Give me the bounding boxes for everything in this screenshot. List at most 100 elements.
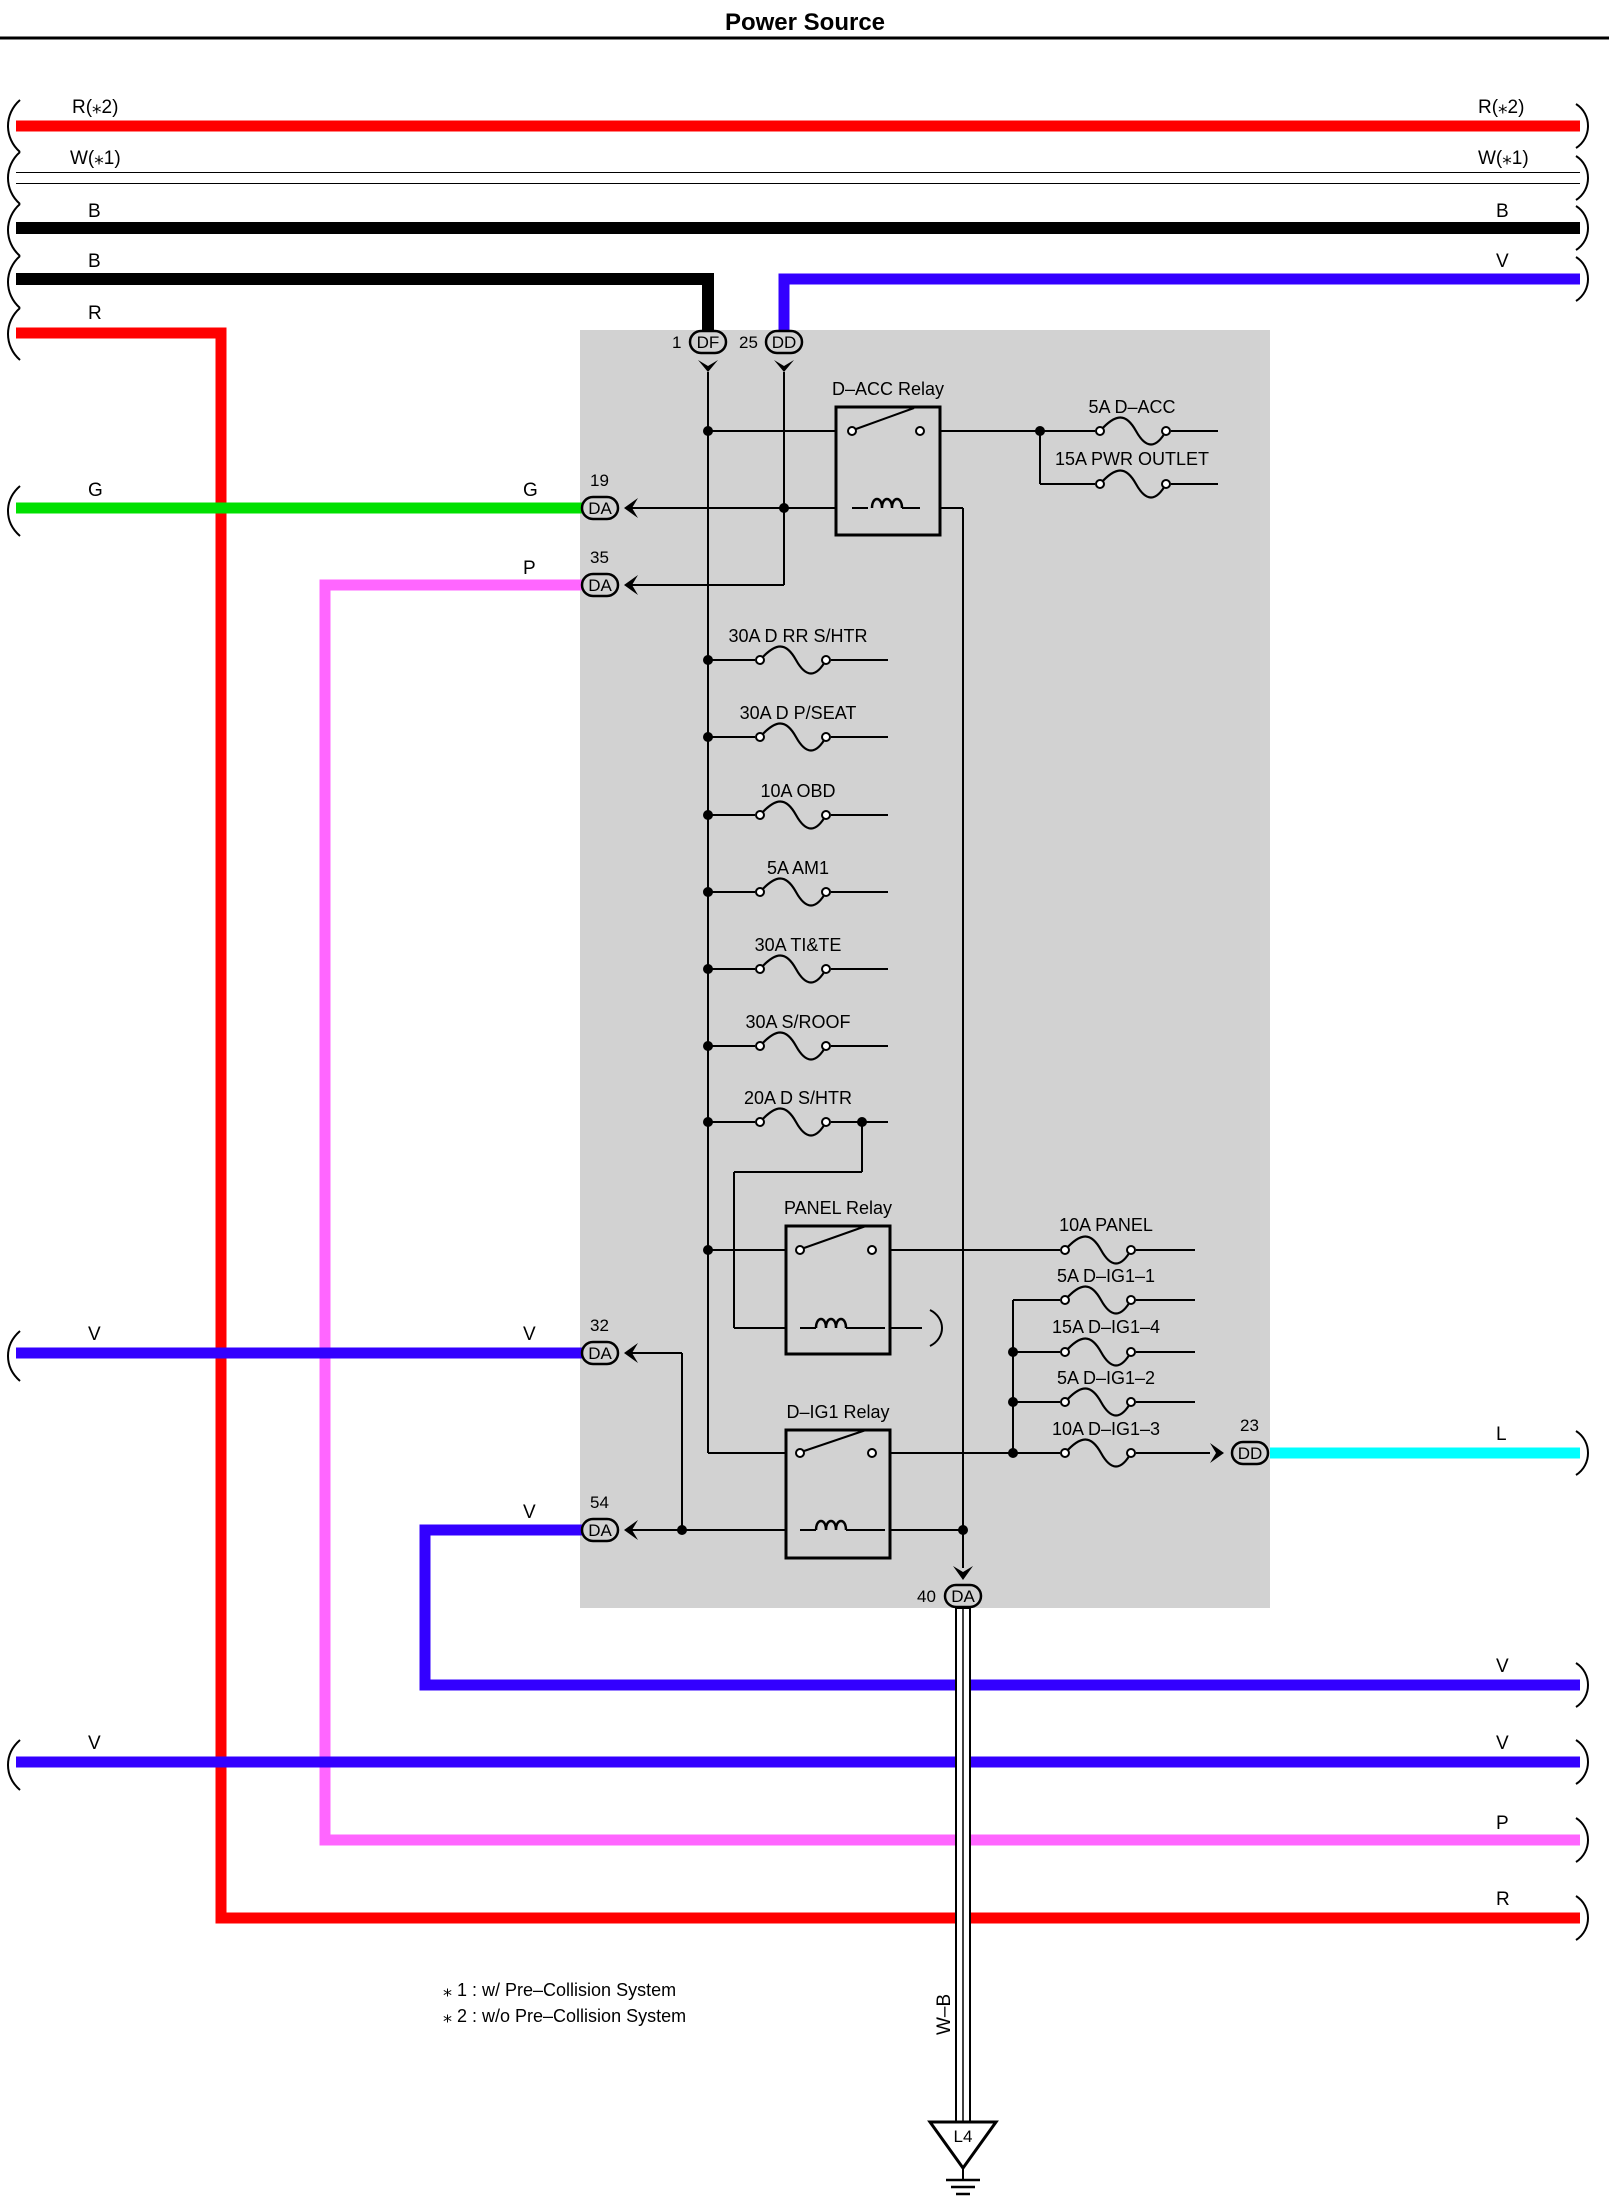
connector-code: DA xyxy=(588,1521,612,1540)
connector-pin: 1 xyxy=(672,333,681,352)
connector-code: DA xyxy=(588,1344,612,1363)
connector-da-54: DA 54 xyxy=(580,1493,638,1543)
arrow-icon xyxy=(774,360,794,372)
fuse-30a-d-rr-shtr: 30A D RR S/HTR xyxy=(708,626,888,675)
connector-pin: 25 xyxy=(739,333,758,352)
coil-icon xyxy=(870,497,904,509)
fuse-group-ig: 10A PANEL 5A D–IG1–1 15A D–IG1–4 5A D–IG… xyxy=(1052,1215,1160,1468)
fuse-label: 5A D–ACC xyxy=(1088,397,1175,417)
wire-label: B xyxy=(1496,201,1509,222)
coil-icon xyxy=(814,1519,848,1531)
fuse-label: 5A D–IG1–2 xyxy=(1057,1368,1155,1388)
connector-code: DA xyxy=(588,576,612,595)
break-mark xyxy=(929,1309,943,1347)
fuse-30a-d-pseat: 30A D P/SEAT xyxy=(708,703,888,752)
arrow-icon xyxy=(624,498,638,518)
wire-label: V xyxy=(88,1324,101,1345)
fuse-label: 30A TI&TE xyxy=(755,935,842,955)
wire-v-pin32: V V xyxy=(16,1324,582,1359)
wire-v-bottom: V V xyxy=(16,1733,1580,1768)
fuse-30a-tite: 30A TI&TE xyxy=(708,935,888,984)
wire-label: V xyxy=(1496,1733,1509,1754)
wire-g: G G xyxy=(16,480,582,514)
connector-code: DA xyxy=(588,499,612,518)
wire-label: W(⁎1) xyxy=(70,148,121,169)
fuse-label: 5A D–IG1–1 xyxy=(1057,1266,1155,1286)
connector-pin: 35 xyxy=(590,548,609,567)
fuse-label: 30A S/ROOF xyxy=(745,1012,850,1032)
fuse-label: 10A OBD xyxy=(760,781,835,801)
connector-da-35: DA 35 xyxy=(580,548,638,598)
fuse-15a-pwr-outlet: 15A PWR OUTLET xyxy=(1055,449,1209,499)
wire-label: G xyxy=(88,480,103,501)
wire-label: P xyxy=(523,558,536,579)
relay-label: D–ACC Relay xyxy=(832,379,944,399)
wire-w-b-ground: W–B xyxy=(934,1607,971,2129)
fuse-30a-sroof: 30A S/ROOF xyxy=(708,1012,888,1061)
fuse-10a-d-ig1-3: 10A D–IG1–3 xyxy=(1052,1419,1160,1468)
fuse-20a-d-shtr: 20A D S/HTR xyxy=(708,1088,888,1137)
fuse-label: 15A PWR OUTLET xyxy=(1055,449,1209,469)
wire-label: R xyxy=(88,303,102,324)
arrow-icon xyxy=(953,1566,973,1580)
connector-da-32: DA 32 xyxy=(580,1316,638,1366)
fuse-label: 30A D RR S/HTR xyxy=(728,626,867,646)
fuse-label: 15A D–IG1–4 xyxy=(1052,1317,1160,1337)
arrow-icon xyxy=(1210,1443,1224,1463)
connector-df-1: DF 1 xyxy=(672,329,728,372)
internal-wiring xyxy=(630,372,1218,1568)
connector-code: DD xyxy=(1238,1444,1263,1463)
fuse-label: 10A D–IG1–3 xyxy=(1052,1419,1160,1439)
wire-label: R xyxy=(1496,1889,1510,1910)
fuse-group-main: 30A D RR S/HTR 30A D P/SEAT 10A OBD 5A A… xyxy=(708,626,888,1137)
fuse-10a-obd: 10A OBD xyxy=(708,781,888,830)
wire-label: V xyxy=(523,1324,536,1345)
wire-l: L xyxy=(1270,1424,1580,1459)
wire-label: P xyxy=(1496,1813,1509,1834)
wire-label: V xyxy=(88,1733,101,1754)
fuse-label: 10A PANEL xyxy=(1059,1215,1153,1235)
fuse-label: 20A D S/HTR xyxy=(744,1088,852,1108)
arrow-icon xyxy=(624,575,638,595)
relay-panel: PANEL Relay xyxy=(784,1198,892,1356)
relay-label: PANEL Relay xyxy=(784,1198,892,1218)
arrow-icon xyxy=(624,1343,638,1363)
relay-d-ig1: D–IG1 Relay xyxy=(784,1402,892,1560)
connector-da-40: DA 40 xyxy=(917,1566,983,1609)
fuse-5a-d-ig1-1: 5A D–IG1–1 xyxy=(1057,1266,1155,1315)
relay-label: D–IG1 Relay xyxy=(786,1402,889,1422)
wire-b-top: B B xyxy=(16,201,1580,234)
connector-code: DD xyxy=(772,333,797,352)
wire-label: R(⁎2) xyxy=(72,97,118,118)
connector-dd-23: DD 23 xyxy=(1210,1416,1270,1466)
fuse-5a-am1: 5A AM1 xyxy=(708,858,888,907)
footnote: ⁎ 2 : w/o Pre–Collision System xyxy=(443,2006,686,2026)
relay-d-acc: D–ACC Relay xyxy=(832,379,944,537)
fuse-5a-d-acc: 5A D–ACC xyxy=(1088,397,1176,446)
connector-pin: 40 xyxy=(917,1587,936,1606)
connector-pin: 19 xyxy=(590,471,609,490)
footnote: ⁎ 1 : w/ Pre–Collision System xyxy=(443,1980,676,2000)
wire-v-pin54: V V xyxy=(419,1502,1580,1691)
connector-code: DF xyxy=(697,333,720,352)
fuse-group-acc: 5A D–ACC 15A PWR OUTLET xyxy=(1055,397,1209,499)
ground-wire-label: W–B xyxy=(934,1994,955,2035)
fuse-label: 5A AM1 xyxy=(767,858,829,878)
wire-p-loop: P P xyxy=(319,558,1580,1846)
wire-label: V xyxy=(523,1502,536,1523)
connector-dd-25: DD 25 xyxy=(739,329,804,372)
connector-code: DA xyxy=(951,1587,975,1606)
wire-r-loop: R R xyxy=(16,303,1580,1924)
wire-label: L xyxy=(1496,1424,1507,1445)
wire-label: R(⁎2) xyxy=(1478,97,1524,118)
arrow-icon xyxy=(624,1520,638,1540)
wire-label: W(⁎1) xyxy=(1478,148,1529,169)
arrow-icon xyxy=(698,360,718,372)
wire-v-to-dd: V xyxy=(778,251,1580,333)
ground-point-l4: L4 xyxy=(927,2120,999,2196)
junction-dots xyxy=(677,426,1045,1535)
junction-block xyxy=(580,330,1270,1608)
coil-icon xyxy=(814,1317,848,1329)
wire-label: V xyxy=(1496,251,1509,272)
